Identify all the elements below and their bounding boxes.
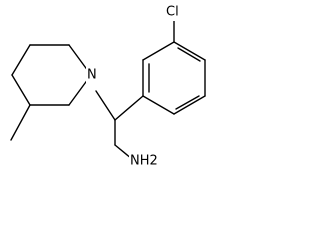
bond-benzene-inner-3 bbox=[175, 95, 200, 110]
bond-benzene-5 bbox=[173, 95, 206, 115]
bond-benzene-3 bbox=[173, 41, 206, 61]
amine-label: NH2 bbox=[130, 154, 158, 169]
bond-central-phenyl bbox=[114, 95, 144, 121]
bond-benzene-2 bbox=[142, 41, 175, 61]
atom-labels: N Cl NH2 bbox=[86, 2, 185, 171]
chlorine-label-background bbox=[165, 2, 185, 21]
bond-piperidine-3 bbox=[11, 44, 31, 76]
chemical-structure: N Cl NH2 bbox=[10, 2, 206, 171]
bond-methyl bbox=[10, 104, 31, 141]
bond-n-central bbox=[95, 90, 116, 121]
nitrogen-label-background bbox=[86, 65, 100, 84]
bond-benzene-6 bbox=[142, 95, 175, 115]
bond-piperidine-4 bbox=[11, 74, 31, 106]
bonds bbox=[10, 19, 206, 160]
nitrogen-label: N bbox=[87, 68, 97, 83]
amine-label-background bbox=[129, 151, 165, 171]
bond-benzene-inner-2 bbox=[177, 47, 201, 62]
chlorine-label: Cl bbox=[166, 5, 179, 20]
